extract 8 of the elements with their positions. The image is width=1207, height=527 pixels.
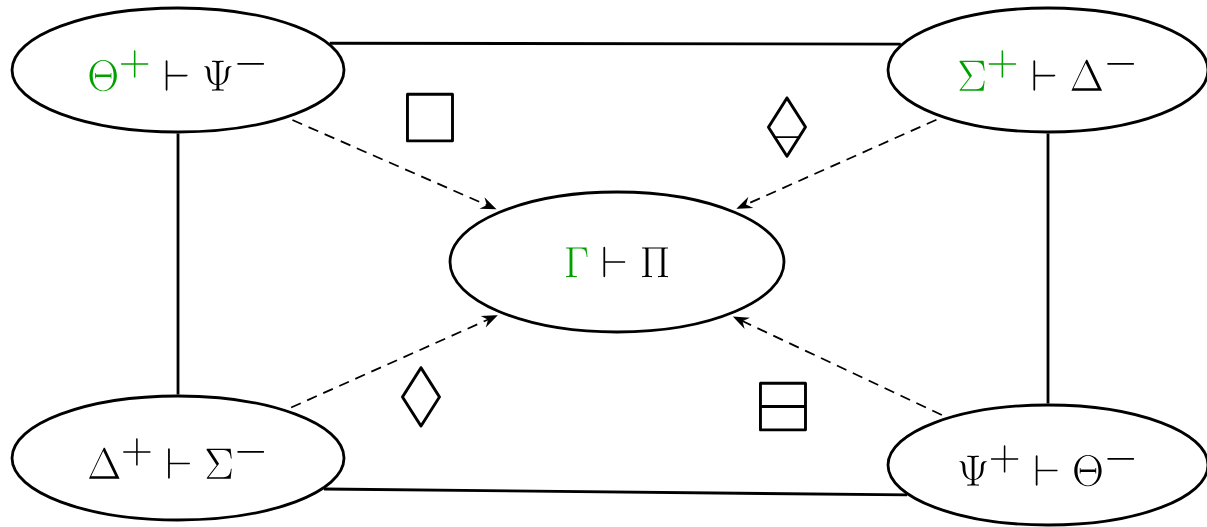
edge-label: $\Box$ — [400, 91, 460, 145]
connector-line — [1046, 133, 1050, 404]
connector-line — [329, 41, 901, 46]
connector-line — [176, 133, 180, 395]
edge-label: $\boxminus$ — [753, 380, 813, 434]
connector-line — [323, 487, 908, 497]
edge-label: $\ooalign{$\Diamond$\cr\hfil$-$\hfil\cr}$ — [761, 96, 813, 158]
edge-label: $\Diamond$ — [395, 366, 447, 428]
